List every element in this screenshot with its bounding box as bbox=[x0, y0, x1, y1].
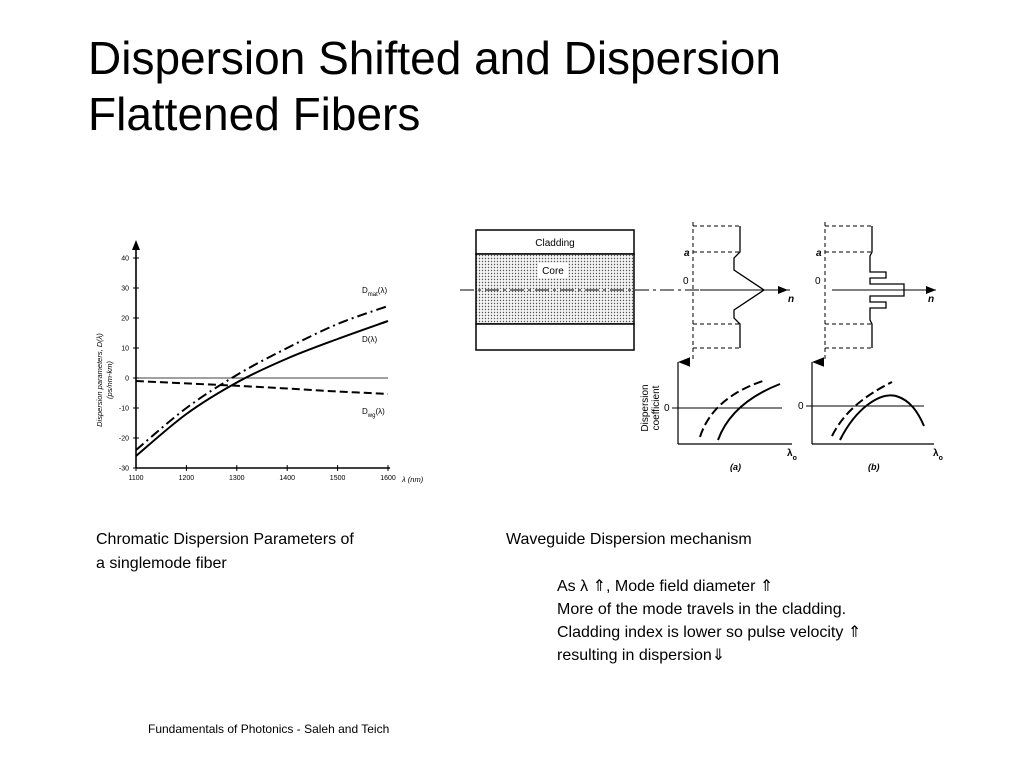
x-tick-label: 1600 bbox=[380, 475, 396, 482]
y-tick-label: -30 bbox=[119, 466, 129, 473]
slide-title: Dispersion Shifted and Dispersion Flatte… bbox=[88, 30, 968, 142]
y-axis-arrow-icon bbox=[132, 240, 140, 250]
index-profile-a: a 0 n bbox=[683, 222, 794, 362]
profile-b-n-label: n bbox=[928, 294, 934, 305]
y-axis-unit: (ps/nm-km) bbox=[105, 361, 114, 399]
core-label-box bbox=[538, 263, 568, 278]
x-tick-label: 1300 bbox=[229, 475, 245, 482]
panel-b-label: (b) bbox=[868, 462, 880, 472]
plot-b-lambda-label: λo bbox=[933, 448, 943, 462]
y-tick-label: -20 bbox=[119, 436, 129, 443]
dispersion-ylabel-line2: coefficient bbox=[651, 385, 662, 430]
y-tick-label: 20 bbox=[121, 316, 129, 323]
profile-b-curve bbox=[869, 226, 905, 348]
profile-b-a-label: a bbox=[816, 248, 822, 259]
cladding-label: Cladding bbox=[535, 238, 574, 249]
up-arrow-icon: ⇑ bbox=[759, 578, 774, 595]
up-arrow-icon: ⇑ bbox=[592, 578, 606, 595]
y-tick-label: 10 bbox=[121, 346, 129, 353]
x-axis-title: λ (nm) bbox=[401, 475, 424, 484]
panel-a-label: (a) bbox=[730, 462, 741, 472]
plot-b-dashed-curve bbox=[831, 381, 893, 437]
plot-a-solid-curve bbox=[717, 383, 781, 441]
left-caption-line-1: Chromatic Dispersion Parameters of bbox=[96, 531, 354, 548]
plot-b-zero-label: 0 bbox=[798, 401, 804, 412]
profile-a-curve bbox=[733, 226, 766, 348]
lambda-symbol: λ bbox=[580, 578, 589, 595]
up-arrow-icon: ⇑ bbox=[847, 624, 862, 641]
slide-title-line-2: Flattened Fibers bbox=[88, 88, 421, 140]
profile-a-zero-label: 0 bbox=[683, 276, 689, 287]
x-tick-label: 1200 bbox=[179, 475, 195, 482]
plot-b-solid-curve bbox=[839, 394, 925, 441]
y-tick-label: 40 bbox=[121, 256, 129, 263]
left-figure-caption: Chromatic Dispersion Parameters of a sin… bbox=[96, 528, 436, 576]
x-tick-label: 1400 bbox=[279, 475, 295, 482]
x-tick-label: 1500 bbox=[330, 475, 346, 482]
left-caption-line-2: a singlemode fiber bbox=[96, 555, 227, 572]
index-profile-b: a 0 n bbox=[815, 222, 936, 362]
down-arrow-icon: ⇓ bbox=[711, 647, 726, 664]
profile-a-a-label: a bbox=[684, 248, 690, 259]
series-label-wg: Dwg(λ) bbox=[362, 407, 385, 419]
note-line-4: resulting in dispersion⇓ bbox=[557, 647, 726, 664]
plot-a-zero-label: 0 bbox=[664, 403, 670, 414]
plot-a-lambda-label: λo bbox=[787, 448, 797, 462]
dispersion-plot-b: 0 λo (b) bbox=[798, 357, 943, 472]
cladding-region-bottom bbox=[475, 323, 635, 351]
footer-citation: Fundamentals of Photonics - Saleh and Te… bbox=[148, 722, 390, 736]
dispersion-ylabel-line1: Dispersion bbox=[640, 384, 651, 431]
series-line-d-wg bbox=[135, 380, 389, 395]
note-line-3: Cladding index is lower so pulse velocit… bbox=[557, 624, 862, 641]
note-line-2: More of the mode travels in the cladding… bbox=[557, 601, 847, 618]
mechanism-notes: As λ ⇑, Mode field diameter ⇑ More of th… bbox=[557, 575, 861, 667]
profile-b-zero-label: 0 bbox=[815, 276, 821, 287]
series-label-total: D(λ) bbox=[362, 335, 377, 344]
x-tick-label: 1100 bbox=[128, 475, 143, 482]
y-tick-label: 30 bbox=[121, 286, 129, 293]
y-axis-title: Dispersion parameters, D(λ) bbox=[95, 333, 104, 427]
waveguide-dispersion-figure: Cladding Core a 0 n a 0 n Dispersion coe… bbox=[460, 222, 943, 472]
note-line-1: As λ ⇑, Mode field diameter ⇑ bbox=[557, 578, 774, 595]
dispersion-plot-a: Dispersion coefficient 0 λo (a) bbox=[640, 357, 797, 472]
series-label-mat: Dmat(λ) bbox=[362, 286, 387, 298]
chromatic-dispersion-chart: Dispersion parameters, D(λ) (ps/nm-km) 4… bbox=[95, 240, 424, 484]
slide-title-line-1: Dispersion Shifted and Dispersion bbox=[88, 32, 781, 84]
y-tick-label: 0 bbox=[125, 376, 129, 383]
right-figure-caption: Waveguide Dispersion mechanism bbox=[506, 531, 752, 548]
core-label: Core bbox=[542, 266, 564, 277]
series-line-d bbox=[135, 320, 389, 457]
chart-series bbox=[135, 305, 389, 457]
plot-a-dashed-curve bbox=[699, 379, 767, 438]
profile-a-n-label: n bbox=[788, 294, 794, 305]
chart-axes bbox=[132, 240, 390, 469]
series-line-d-mat bbox=[135, 305, 389, 451]
y-tick-label: -10 bbox=[119, 406, 129, 413]
